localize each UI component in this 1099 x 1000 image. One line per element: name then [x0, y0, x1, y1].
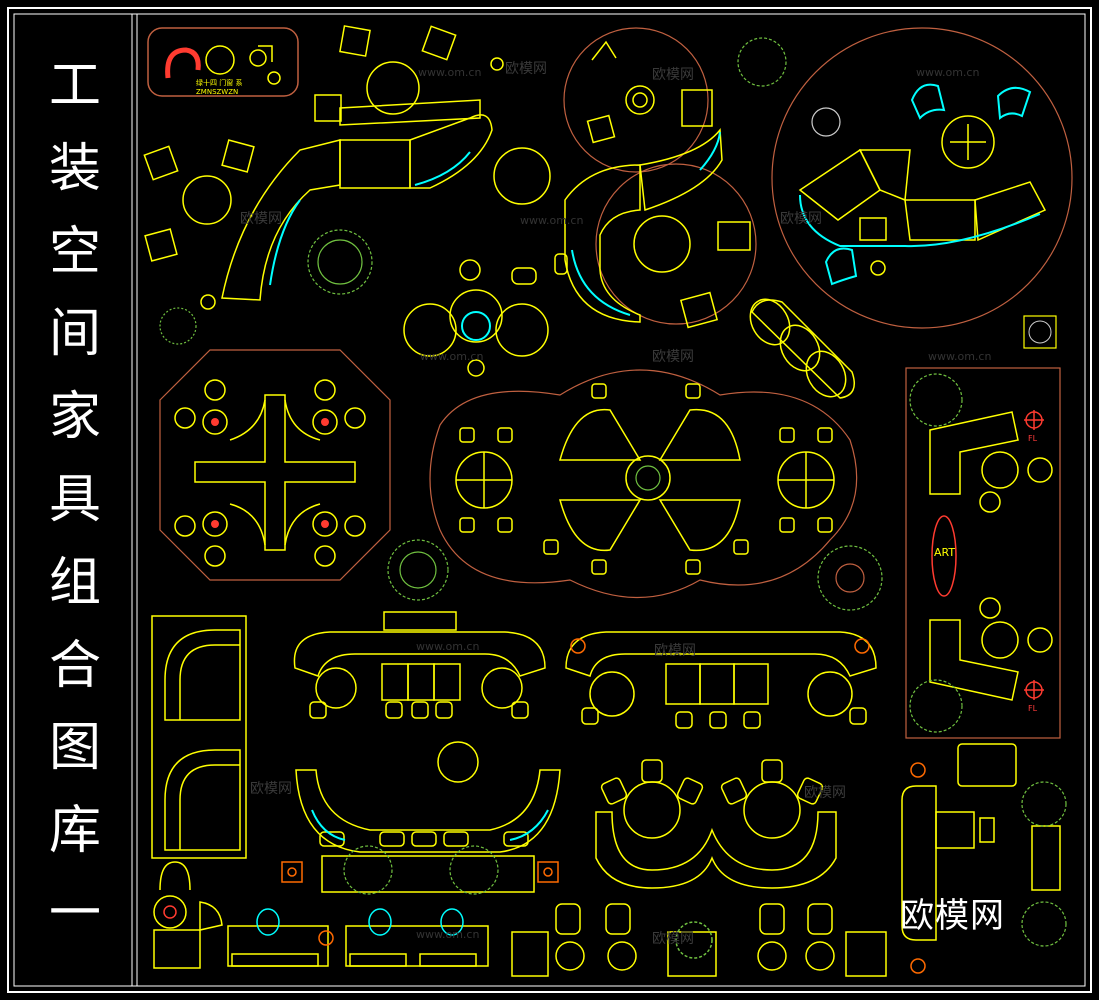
watermark-url: www.om.cn: [420, 350, 484, 363]
watermark-url: www.om.cn: [418, 66, 482, 79]
curved-booth-planter: [281, 741, 561, 895]
title-char: 合: [48, 635, 101, 696]
watermark-text: 欧模网: [250, 781, 292, 797]
inner-frame: [13, 13, 1086, 987]
watermark-text: 欧模网: [652, 67, 694, 83]
title-char: 家: [48, 387, 101, 448]
plant-icon: [159, 37, 841, 345]
desk-chairs-bottom: [256, 908, 464, 936]
title-char: 间: [48, 304, 101, 365]
booth-sofas-left: [151, 615, 247, 859]
curved-sofa-accent-left: [269, 151, 471, 286]
bar-marker-icons: [570, 638, 870, 654]
title-char: 一: [48, 883, 101, 944]
title-char: 装: [48, 138, 101, 199]
bar-counter-2: [565, 631, 877, 729]
watermark-text: 欧模网: [804, 785, 846, 801]
logo-caption: 绿十四 门窗 系 ZMNSZWZN: [196, 78, 242, 96]
octagon-seating-group: [159, 349, 391, 581]
vertical-title: 工 装 空 间 家 具 组 合 图 库 一: [30, 60, 120, 940]
plant-icon-middle: [387, 539, 883, 611]
title-char: 组: [48, 552, 101, 613]
lounge-cluster-center: [403, 253, 568, 377]
s-sofa-zone: [563, 27, 757, 329]
watermark-url: www.om.cn: [928, 350, 992, 363]
right-bottom-lounge: [901, 743, 1067, 974]
bar-stool-row-bottom: [511, 903, 887, 977]
outer-frame: [7, 7, 1092, 993]
watermark-text: 欧模网: [505, 61, 547, 77]
title-char: 空: [48, 221, 101, 282]
logo-caption-bottom: ZMNSZWZN: [196, 88, 239, 96]
lounge-table-accent: [461, 311, 491, 341]
double-round-booth: [595, 759, 837, 889]
art-label: ART: [934, 546, 956, 559]
title-char: 图: [48, 718, 101, 779]
round-lounge-zone-right: [771, 27, 1073, 329]
watermark-text: 欧模网: [780, 211, 822, 227]
watermark-url: www.om.cn: [416, 640, 480, 653]
brand-logo-text: 欧模网: [900, 896, 1005, 936]
watermark-url: www.om.cn: [416, 928, 480, 941]
watermark-url: www.om.cn: [520, 214, 584, 227]
watermark-text: 欧模网: [654, 643, 696, 659]
title-char: 具: [48, 469, 101, 530]
desk-marker-icon: [318, 930, 334, 946]
watermark-url: www.om.cn: [916, 66, 980, 79]
watermark-text: 欧模网: [240, 211, 282, 227]
curved-sofa-group-left: [143, 25, 551, 310]
fl-label-top: FL: [1028, 434, 1038, 443]
right-lounge-panel: [905, 367, 1061, 739]
logo-block: [147, 27, 299, 97]
corner-plant-box: [1023, 315, 1057, 349]
fl-label-bottom: FL: [1028, 704, 1038, 713]
bar-counter-1: [293, 611, 546, 719]
watermark-text: 欧模网: [652, 931, 694, 947]
logo-caption-top: 绿十四 门窗 系: [196, 79, 243, 87]
watermark-text: 欧模网: [652, 349, 694, 365]
desk-row-bottom: [227, 925, 489, 967]
title-char: 工: [48, 56, 101, 116]
chain-lounge: [749, 298, 855, 399]
dining-lounge-blob: [429, 369, 858, 599]
corner-chair-group: [153, 861, 223, 969]
title-char: 库: [48, 801, 101, 862]
